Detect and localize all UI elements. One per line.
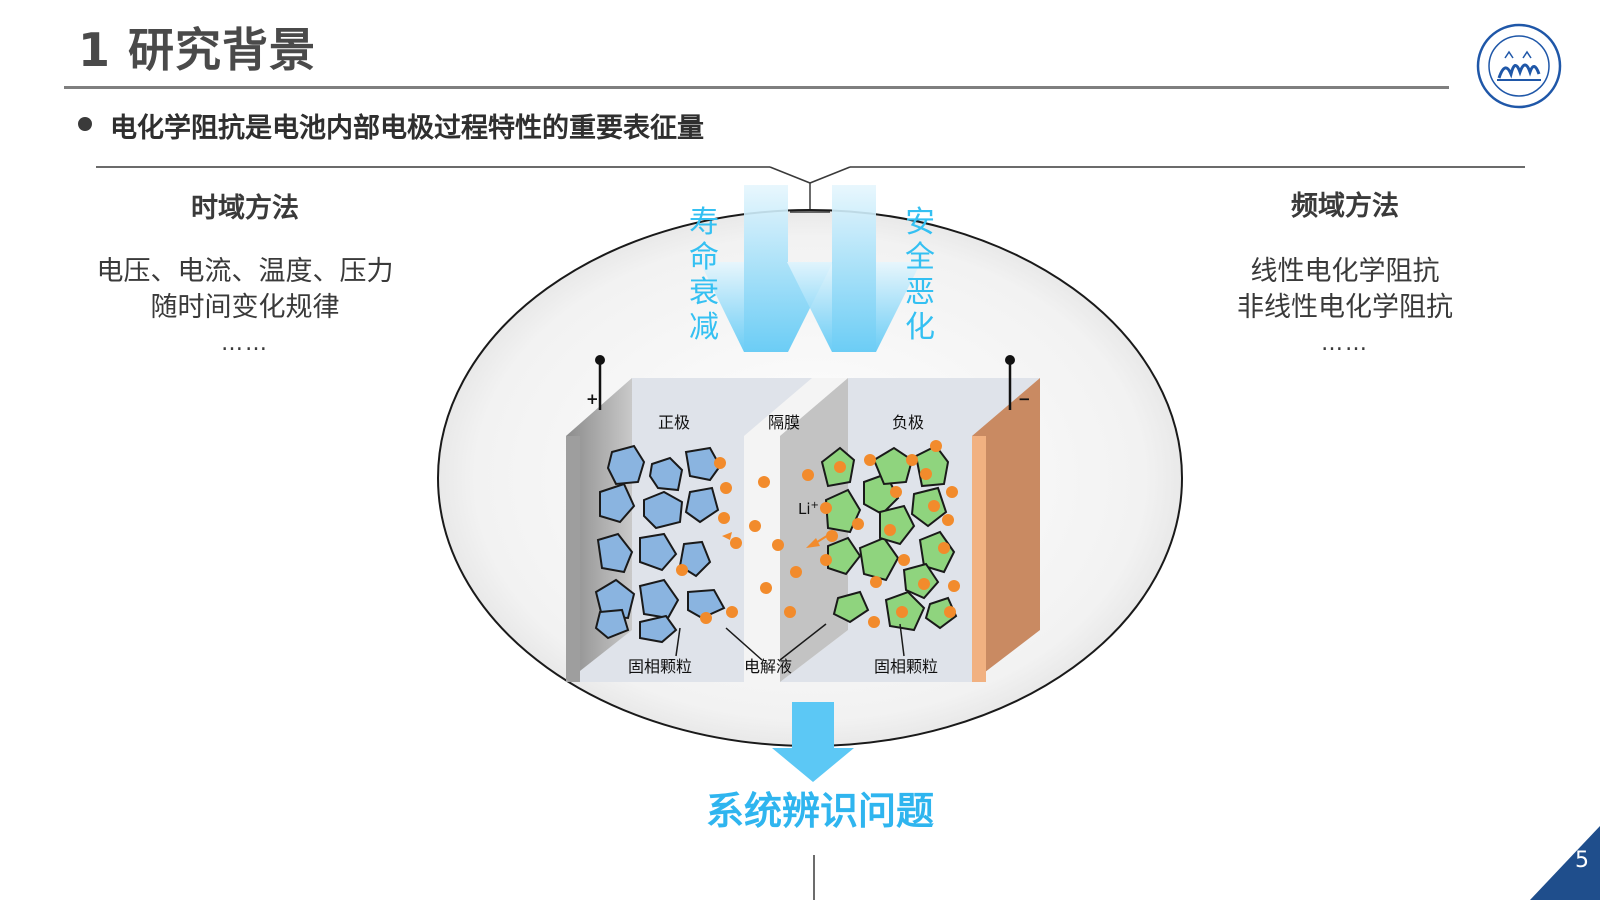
frequency-domain-line-1: 线性电化学阻抗 <box>1250 256 1440 287</box>
svg-text:Li+: Li+ <box>798 500 819 518</box>
separator-label: 隔膜 <box>768 413 800 432</box>
ion-label: Li <box>798 500 811 518</box>
arrow-life-decay-label: 寿 命 衰 减 <box>684 205 724 345</box>
bullet-marker <box>78 117 92 131</box>
bracket-lines <box>96 166 1525 900</box>
label-char: 衰 <box>689 275 719 310</box>
frequency-domain-ellipsis: …… <box>1321 331 1369 356</box>
arrow-life-decay <box>700 185 833 352</box>
anode-label: 负极 <box>892 413 924 432</box>
arrow-safety-degradation <box>787 185 921 352</box>
negative-terminal-sign: − <box>1018 390 1031 408</box>
page-number: 5 <box>1575 848 1589 873</box>
slide-title: 1 研究背景 <box>78 23 317 77</box>
cathode-label: 正极 <box>658 413 690 432</box>
label-char: 化 <box>905 310 935 345</box>
label-char: 恶 <box>905 275 935 310</box>
time-domain-line-2: 随时间变化规律 <box>150 292 340 323</box>
label-char: 安 <box>905 205 935 240</box>
label-char: 减 <box>689 310 719 345</box>
label-char: 寿 <box>689 205 719 240</box>
anode-collector <box>972 378 1040 682</box>
cathode-particles <box>594 444 726 644</box>
lithium-ions <box>676 440 960 628</box>
bullet-text: 电化学阻抗是电池内部电极过程特性的重要表征量 <box>110 113 704 144</box>
time-domain-ellipsis: …… <box>221 331 269 356</box>
university-logo <box>1475 22 1563 114</box>
positive-terminal-sign: + <box>586 390 599 408</box>
conclusion-text: 系统辨识问题 <box>705 789 934 833</box>
frequency-domain-line-2: 非线性电化学阻抗 <box>1237 292 1453 323</box>
time-domain-line-1: 电压、电流、温度、压力 <box>96 256 394 287</box>
label-char: 命 <box>689 240 719 275</box>
particles-left-label: 固相颗粒 <box>628 657 692 676</box>
frequency-domain-heading: 频域方法 <box>1291 191 1399 222</box>
arrow-safety-label: 安 全 恶 化 <box>900 205 940 345</box>
page-corner <box>1530 826 1600 900</box>
label-char: 全 <box>905 240 935 275</box>
title-divider <box>64 86 1449 89</box>
time-domain-heading: 时域方法 <box>191 193 299 224</box>
battery-cell: + − 正极 隔膜 负极 Li+ 固相颗粒 电解液 固相颗粒 <box>566 355 1040 682</box>
arrow-down-conclusion <box>772 702 854 782</box>
time-domain-description: 电压、电流、温度、压力 随时间变化规律 …… <box>40 254 450 362</box>
particles-right-label: 固相颗粒 <box>874 657 938 676</box>
ion-superscript: + <box>811 500 819 511</box>
electrolyte-label: 电解液 <box>744 657 792 676</box>
frequency-domain-description: 线性电化学阻抗 非线性电化学阻抗 …… <box>1160 254 1530 362</box>
